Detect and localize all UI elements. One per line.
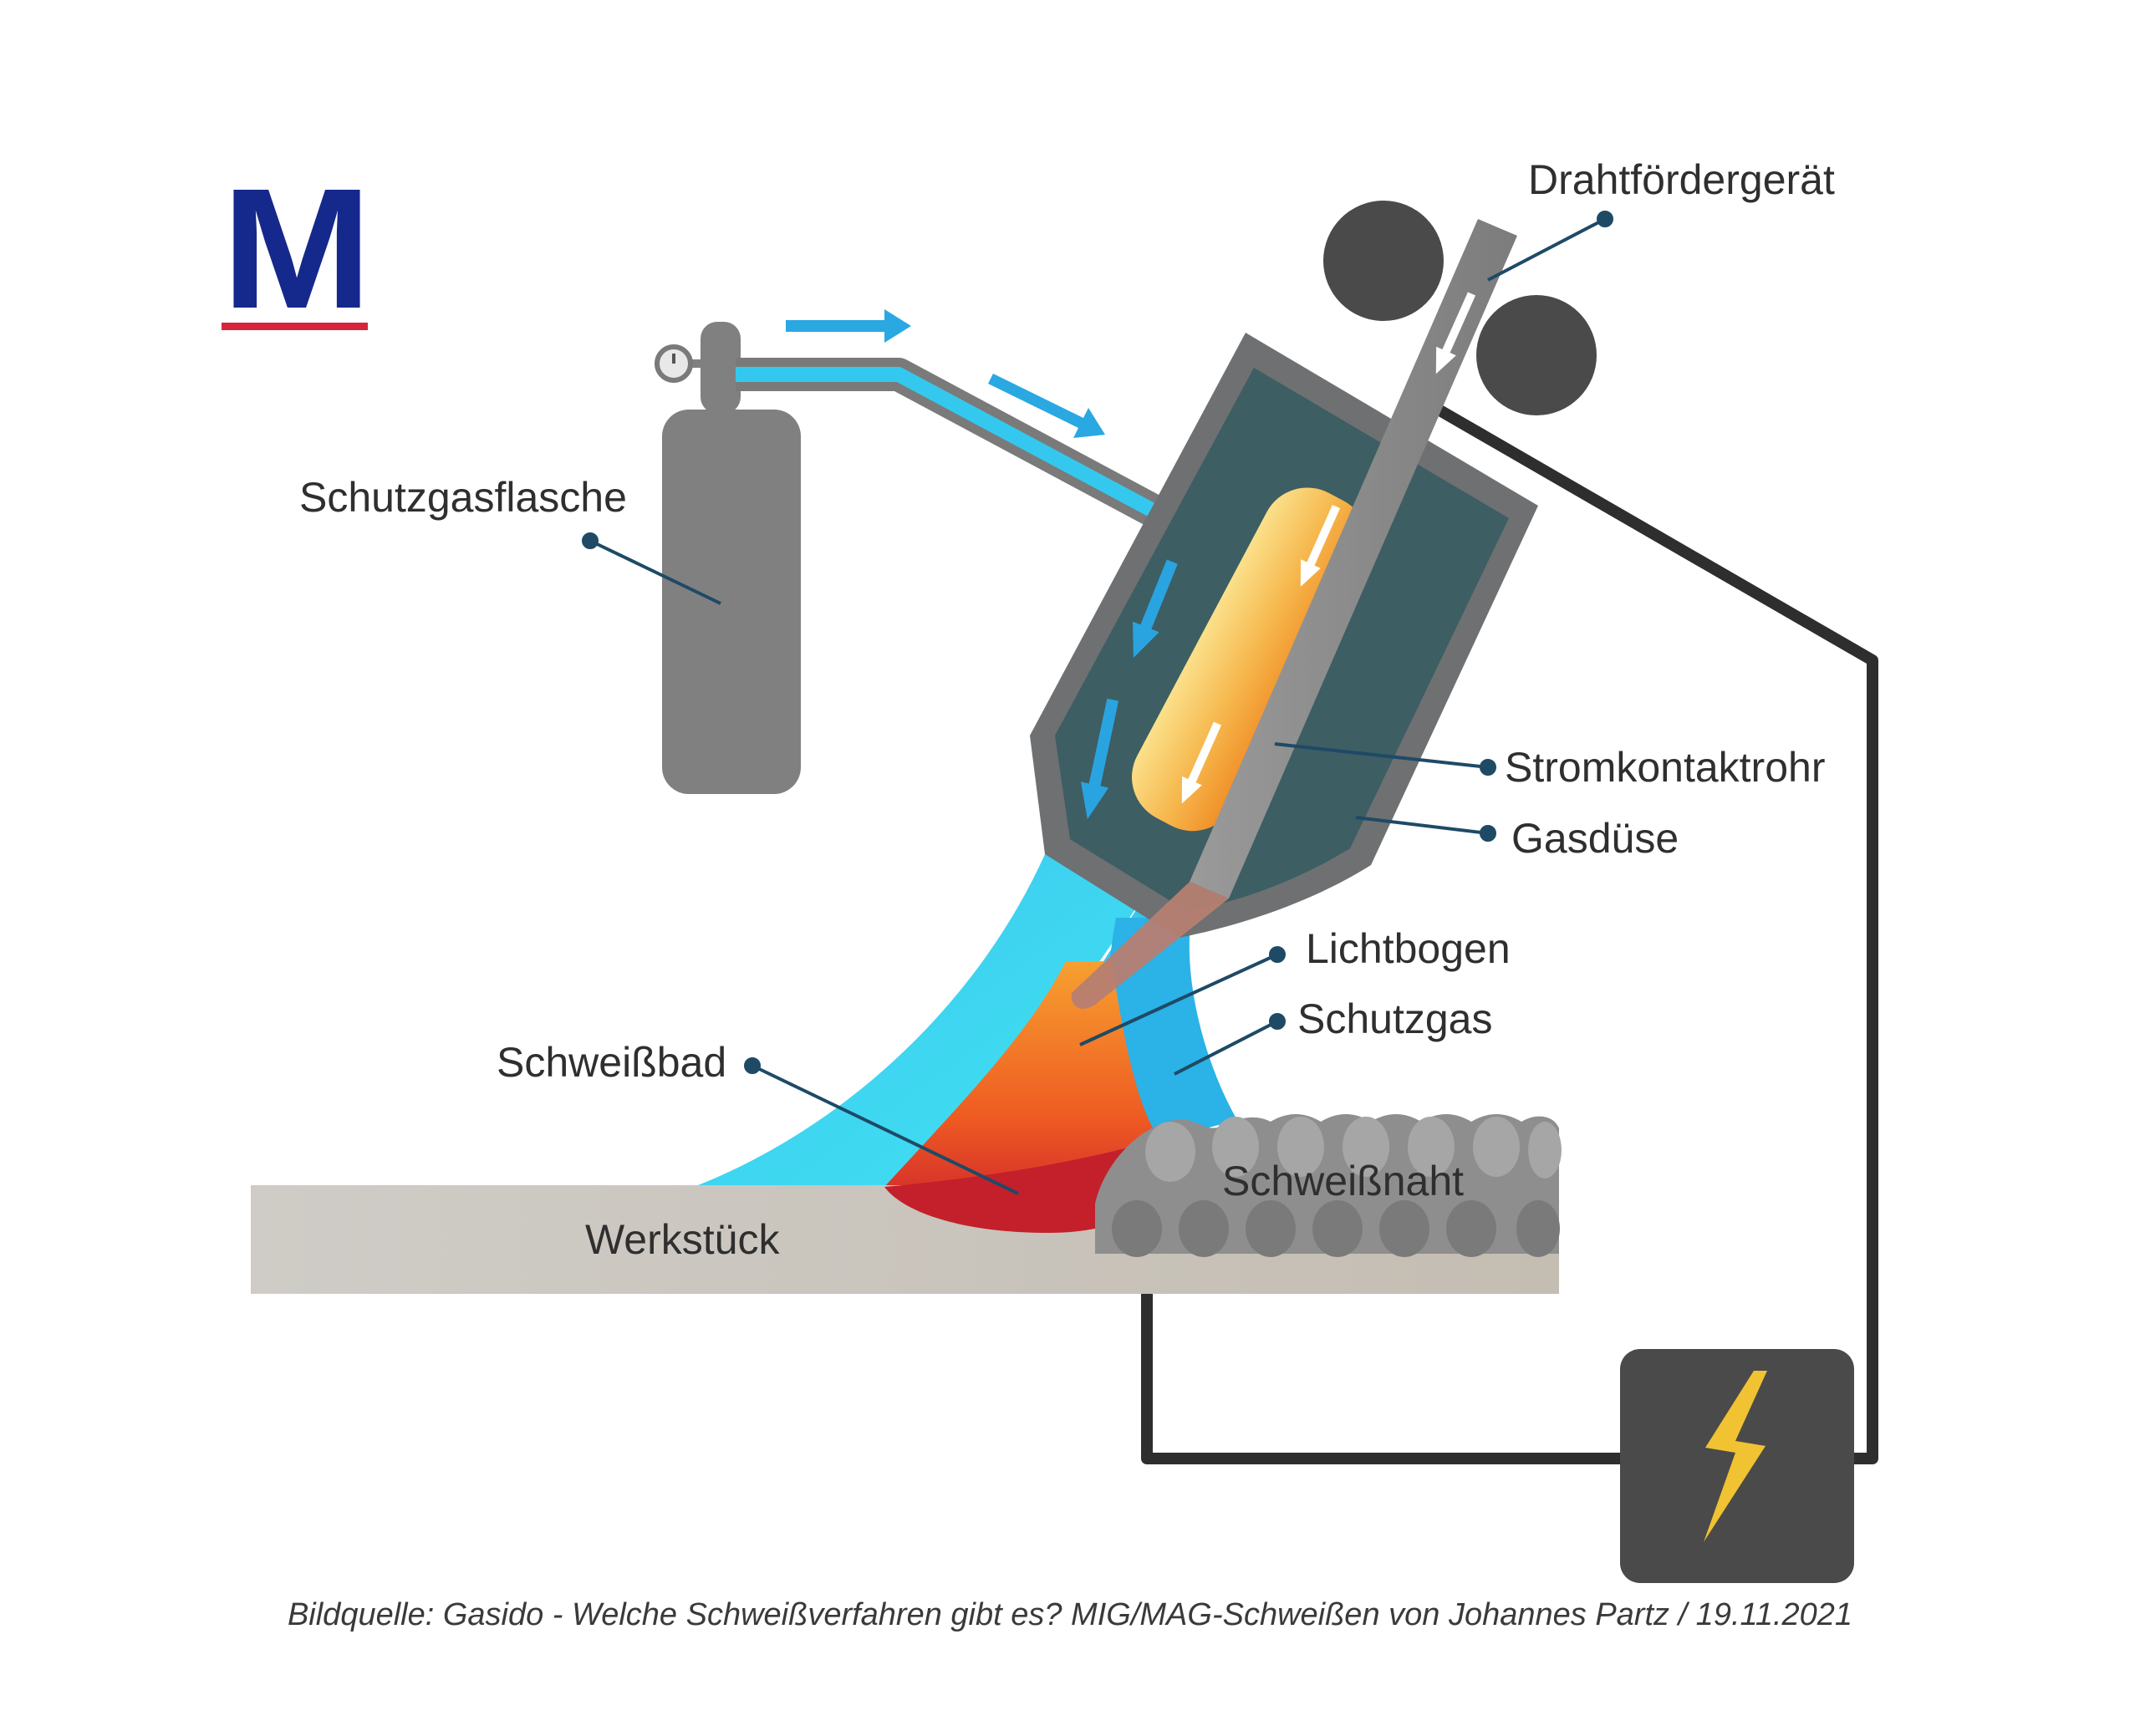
label-schutzgas: Schutzgas (1297, 995, 1492, 1042)
label-lichtbogen: Lichtbogen (1306, 925, 1511, 972)
gas-bottle (657, 322, 801, 794)
feed-roller-upper (1323, 201, 1444, 321)
image-source-caption: Bildquelle: Gasido - Welche Schweißverfa… (288, 1597, 1852, 1632)
logo-underline (222, 323, 368, 330)
gas-bottle-body (662, 410, 801, 794)
label-schutzgasflasche: Schutzgasflasche (299, 474, 627, 521)
feed-roller-lower (1476, 295, 1597, 415)
label-drahtfoerdergeraet: Drahtfördergerät (1528, 156, 1835, 203)
label-werkstueck: Werkstück (585, 1216, 780, 1263)
flow-arrow-icon (786, 309, 911, 343)
label-stromkontaktrohr: Stromkontaktrohr (1505, 744, 1825, 791)
logo: M (222, 153, 372, 344)
workpiece-ground-cable (1147, 1277, 1630, 1459)
label-schweissnaht: Schweißnaht (1222, 1158, 1464, 1204)
label-schweissbad: Schweißbad (497, 1039, 726, 1086)
label-gasduese: Gasdüse (1511, 815, 1679, 862)
logo-letter: M (222, 153, 372, 344)
power-source (1620, 1349, 1854, 1583)
